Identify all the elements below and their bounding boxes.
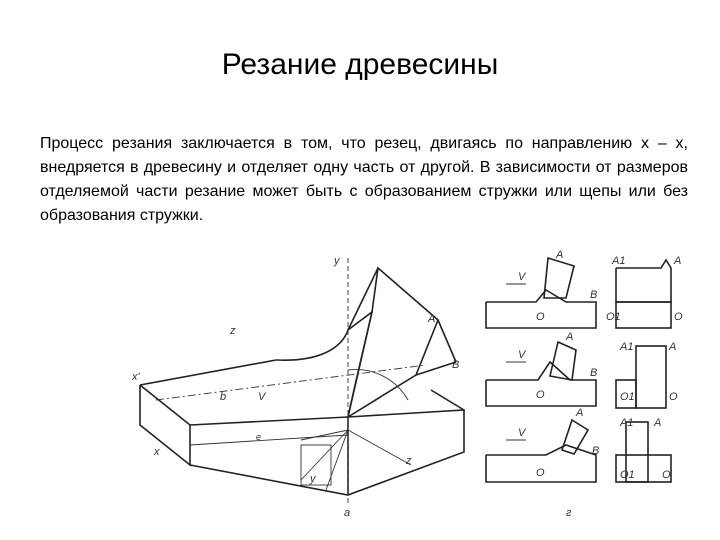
svg-text:O1: O1	[620, 469, 635, 481]
svg-text:O: O	[536, 389, 545, 401]
svg-text:O: O	[536, 311, 545, 323]
vector-v2	[325, 429, 349, 491]
svg-text:O1: O1	[606, 311, 621, 323]
cutter-body	[346, 266, 439, 419]
svg-text:A1: A1	[619, 341, 633, 353]
svg-text:O: O	[669, 391, 678, 403]
label-b: b	[220, 391, 226, 403]
svg-text:V: V	[518, 271, 527, 283]
slide-title: Резание древесины	[221, 48, 499, 81]
svg-text:O: O	[662, 469, 671, 481]
cutter-front-edge	[437, 319, 457, 363]
label-y: y	[333, 255, 341, 267]
svg-text:B: B	[590, 289, 597, 301]
case-chip: V A B O	[485, 250, 597, 329]
svg-text:O: O	[536, 467, 545, 479]
label-e: e	[256, 432, 261, 442]
section-rect	[300, 444, 332, 486]
label-y-bottom: y	[309, 473, 317, 485]
svg-text:A: A	[653, 417, 661, 429]
vector-v3	[300, 429, 349, 441]
case-right-3: A1 A O1 O	[615, 417, 672, 483]
vector-v1	[300, 429, 349, 481]
svg-text:A: A	[565, 331, 573, 343]
svg-text:O1: O1	[620, 391, 635, 403]
vector-z	[347, 429, 412, 466]
label-B-main: B	[452, 359, 459, 371]
svg-text:O: O	[674, 311, 683, 323]
main-diagram: y A B x' x z z b V e y а	[131, 255, 465, 519]
slide-paragraph: Процесс резания заключается в том, что р…	[40, 135, 688, 224]
caption-g: г	[566, 507, 572, 519]
label-x1-main: x'	[131, 371, 141, 383]
caption-a: а	[344, 507, 350, 519]
svg-text:V: V	[518, 349, 527, 361]
case-right-2: A1 A O1 O	[615, 341, 678, 409]
angle-arc	[347, 369, 409, 401]
block-top-left	[139, 384, 191, 467]
label-x-main: x	[153, 446, 160, 458]
cutter-2	[549, 340, 577, 381]
block-back-edge	[139, 359, 277, 386]
svg-text:A: A	[673, 255, 681, 267]
cutter-3	[560, 418, 590, 455]
svg-text:V: V	[518, 427, 527, 439]
svg-text:A1: A1	[619, 417, 633, 429]
chip-curve	[275, 310, 374, 418]
svg-text:A: A	[555, 250, 563, 261]
block-right-edge	[430, 389, 465, 411]
axis-x-line	[155, 364, 427, 401]
cutter-bottom-edge	[415, 361, 457, 376]
block-front	[189, 409, 465, 496]
svg-text:A1: A1	[611, 255, 625, 267]
label-V-main: V	[258, 391, 267, 403]
case-no-chip: V A B O	[485, 407, 599, 483]
label-z-bottom: z	[405, 455, 412, 467]
chip-right	[347, 267, 379, 331]
label-z-top: z	[229, 325, 236, 337]
cutter-1	[543, 256, 575, 299]
depth-line	[189, 434, 349, 446]
label-A-main: A	[427, 313, 435, 325]
case-right-1: A1 A O1 O	[606, 255, 683, 329]
svg-text:A: A	[575, 407, 583, 419]
svg-text:B: B	[590, 367, 597, 379]
wood-cutting-diagram: y A B x' x z z b V e y а V A B O V A B O…	[131, 250, 683, 519]
svg-text:A: A	[668, 341, 676, 353]
svg-text:B: B	[592, 445, 599, 457]
case-chip-2: V A B O	[485, 331, 597, 407]
